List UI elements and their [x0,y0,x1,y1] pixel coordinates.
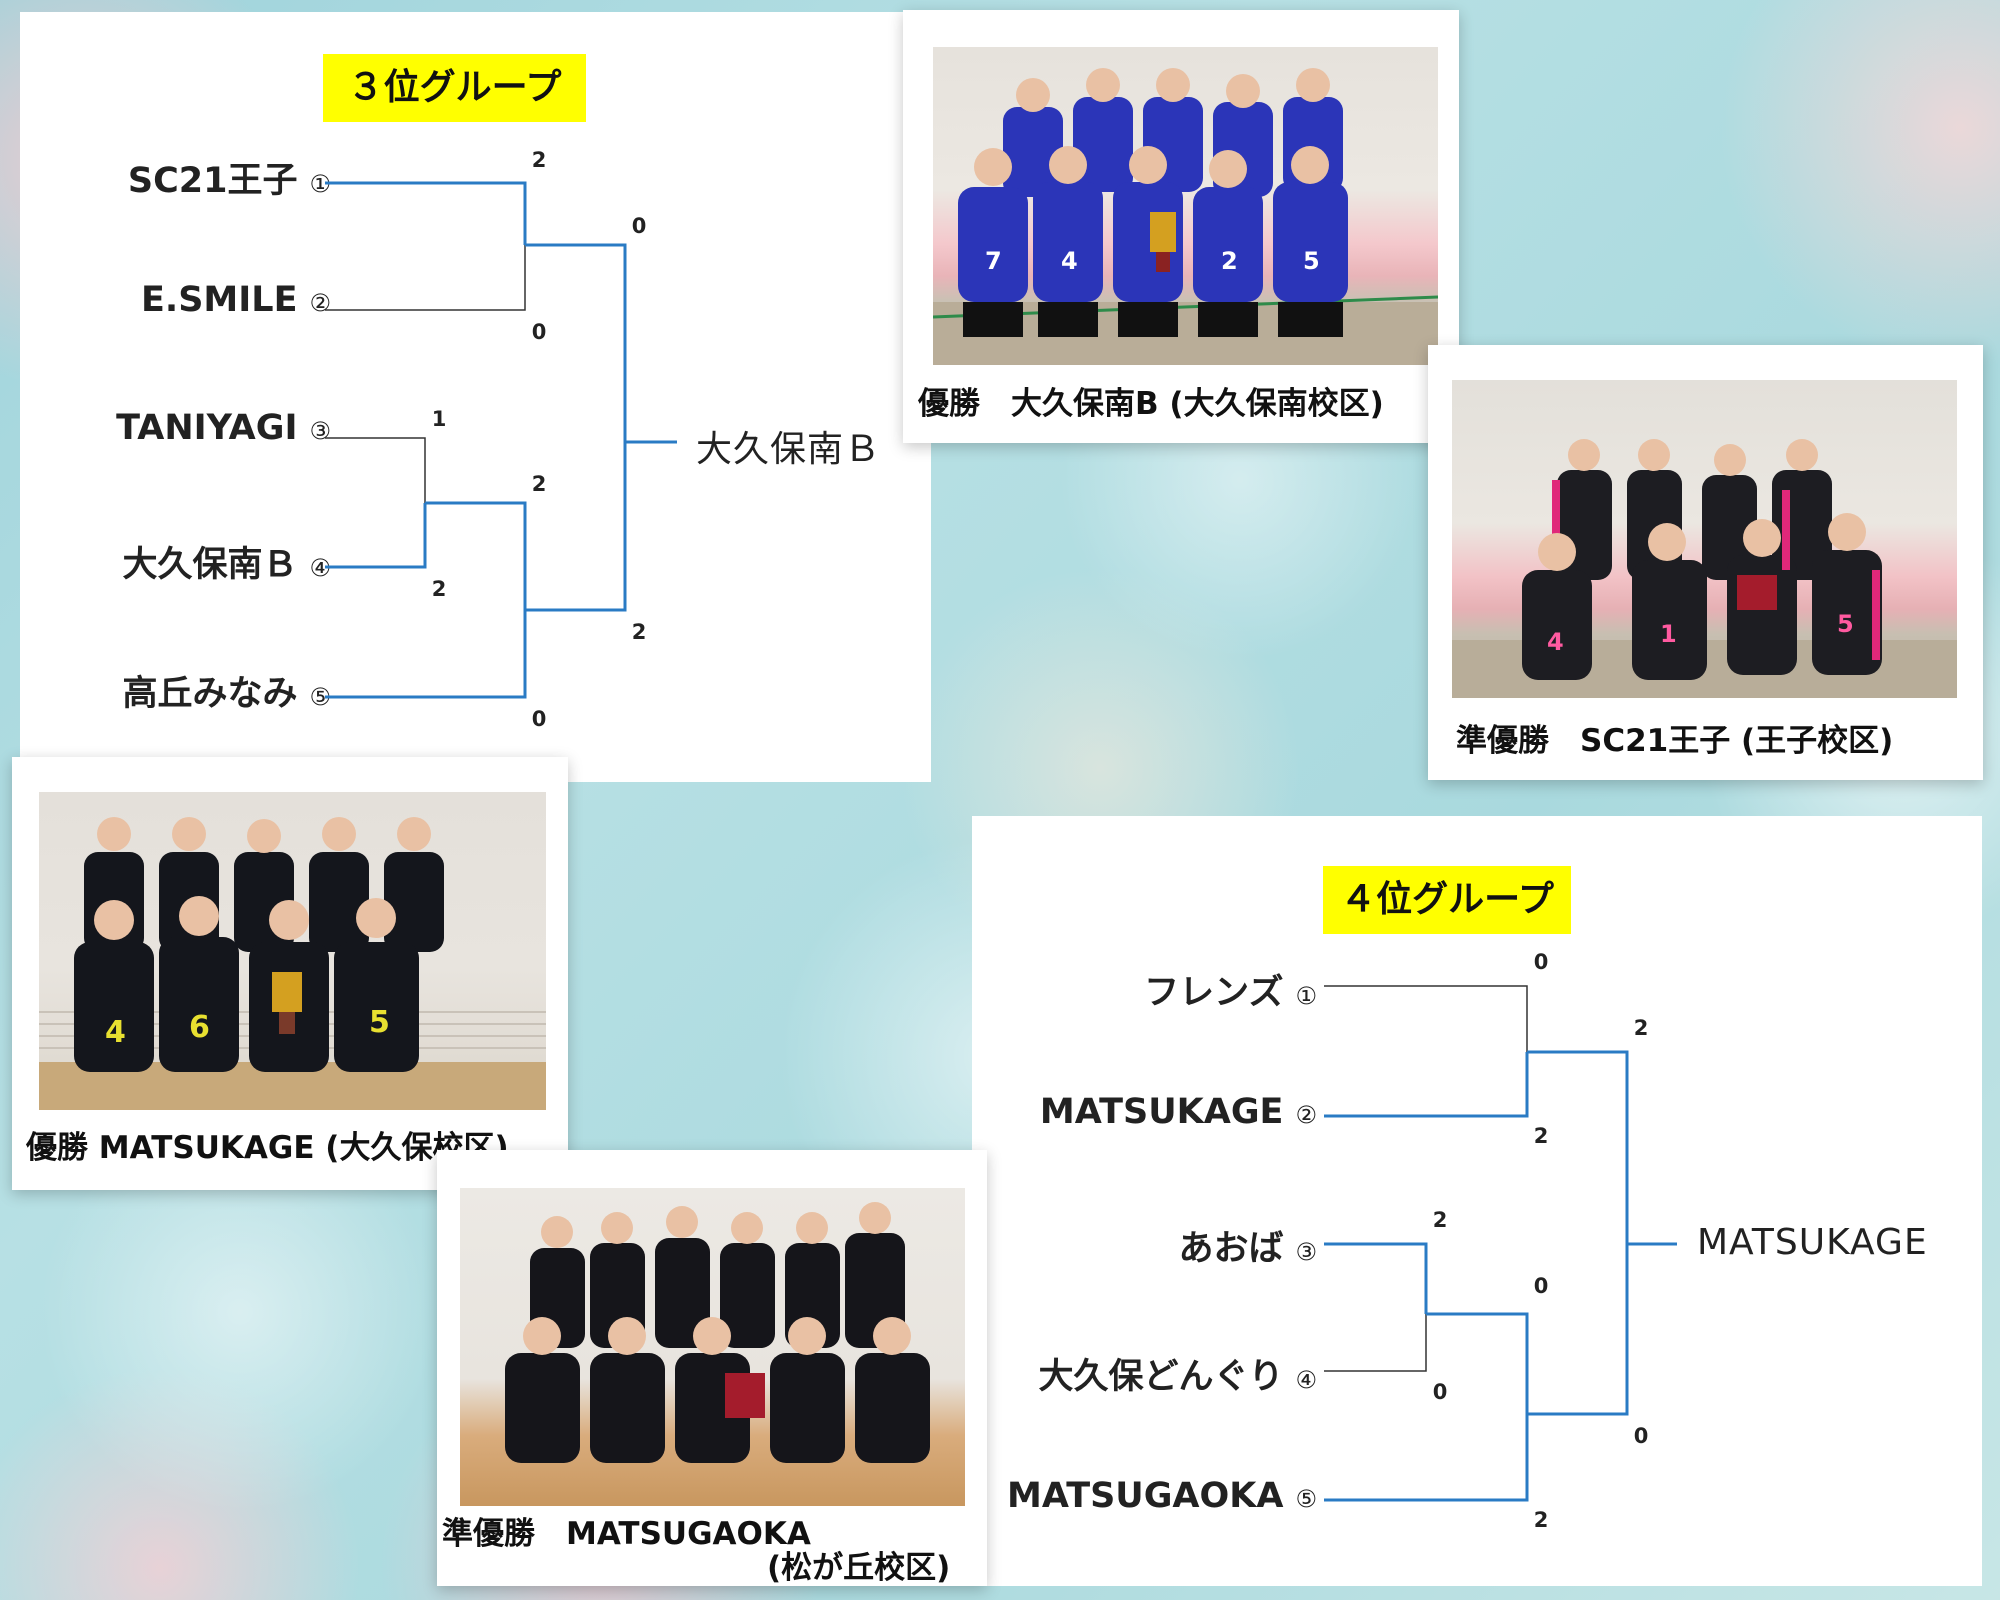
line-match1-out-g4 [1527,1050,1629,1244]
line-match3-out-g4 [1527,1244,1629,1416]
score-sc21: 2 [531,148,547,172]
line-match1-out [525,243,627,442]
team-photo-matsukage-art: 4 6 5 [39,817,546,1110]
line-match2-out-g4 [1426,1312,1529,1414]
team-photo-sc21oji-art: 4 1 5 [1452,439,1957,698]
jersey-number: 4 [1547,628,1564,656]
jersey-number: 5 [1837,610,1854,638]
line-donguri [1324,1314,1427,1372]
caption-matsugaoka-line1: 準優勝 MATSUGAOKA [442,1516,811,1552]
score-okubo: 2 [431,577,447,601]
line-takaoka [325,610,527,699]
score-final-top-g4: 2 [1633,1016,1649,1040]
caption-matsukage: 優勝 MATSUKAGE (大久保校区) [26,1130,509,1166]
line-okubo [325,503,427,569]
score-final-bottom-g4: 0 [1633,1424,1649,1448]
group4-bracket-lines [1324,985,1677,1502]
line-match3-out [525,442,627,612]
line-matsukage [1324,1052,1529,1118]
score-esmile: 0 [531,320,547,344]
team-photo-okubo-minami-b-art: 7 4 2 5 [933,68,1438,365]
photo-card-matsugaoka: 準優勝 MATSUGAOKA (松が丘校区) [437,1150,987,1586]
score-takaoka: 0 [531,707,547,731]
jersey-number: 5 [1303,247,1320,275]
photo-card-sc21oji: 4 1 5 準優勝 SC21王子 (王子校区) [1428,345,1983,780]
line-taniyagi [325,437,426,503]
jersey-number: 4 [105,1015,126,1050]
photo-card-matsukage: 4 6 5 優勝 MATSUKAGE (大久保校区) [12,757,568,1190]
score-aoba: 2 [1432,1208,1448,1232]
team-photo-matsugaoka [460,1188,965,1506]
line-sc21 [325,181,527,245]
group3-bracket-lines [325,181,677,699]
score-semi-top-g4: 0 [1533,1274,1549,1298]
group3-winner: 大久保南Ｂ [696,429,882,470]
caption-okubo-minami-b: 優勝 大久保南B (大久保南校区) [918,386,1384,422]
team-photo-sc21oji: 4 1 5 [1452,380,1957,698]
group4-title: ４位グループ [1323,866,1571,934]
jersey-number: 7 [985,247,1002,275]
jersey-number: 1 [1660,620,1677,648]
score-donguri: 0 [1432,1380,1448,1404]
score-friends: 0 [1533,950,1549,974]
line-match2-out [425,501,527,610]
score-matsugaoka: 2 [1533,1508,1549,1532]
line-friends [1324,985,1528,1052]
caption-matsugaoka-line2: (松が丘校区) [767,1550,951,1586]
team-photo-matsukage: 4 6 5 [39,792,546,1110]
team-photo-matsugaoka-art [505,1202,930,1463]
score-final-bottom: 2 [631,620,647,644]
line-matsugaoka [1324,1414,1529,1502]
group3-title: ３位グループ [323,54,586,122]
score-taniyagi: 1 [431,407,447,431]
jersey-number: 4 [1061,247,1078,275]
jersey-number: 5 [369,1005,390,1040]
score-final-top: 0 [631,214,647,238]
score-matsukage: 2 [1533,1124,1549,1148]
jersey-number: 6 [189,1010,210,1045]
jersey-number: 2 [1221,247,1238,275]
team-photo-okubo-minami-b: 7 4 2 5 [933,47,1438,365]
photo-card-okubo-minami-b: 7 4 2 5 優勝 大久保南B (大久保南校区) [903,10,1459,443]
caption-sc21oji: 準優勝 SC21王子 (王子校区) [1456,723,1894,759]
line-aoba [1324,1242,1428,1314]
score-semi-top: 2 [531,472,547,496]
line-esmile [325,245,526,311]
group4-winner: MATSUKAGE [1697,1222,1928,1263]
